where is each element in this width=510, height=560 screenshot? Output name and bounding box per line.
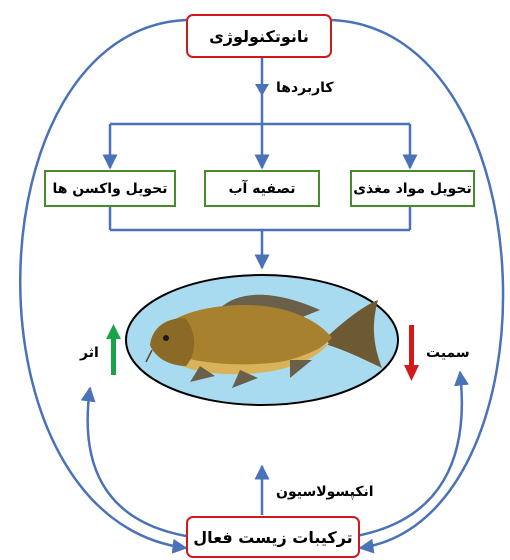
nanotechnology-label: نانوتکنولوژی <box>209 26 309 46</box>
nutrient-delivery-box: تحویل مواد مغذی <box>350 170 475 207</box>
right-outer-loop <box>331 18 505 554</box>
vaccine-delivery-box: تحویل واکسن ها <box>44 170 176 207</box>
top-down-arrowhead <box>255 84 269 96</box>
nanotechnology-box: نانوتکنولوژی <box>186 14 332 58</box>
water-treatment-label: تصفیه آب <box>228 180 296 197</box>
bioactive-compounds-box: ترکیبات زیست فعال <box>186 516 360 558</box>
right-inner-arc <box>355 370 469 538</box>
left-inner-arc <box>80 386 187 538</box>
encapsulation-label: انکپسولاسیون <box>276 484 374 500</box>
applications-label: کاربردها <box>276 80 334 96</box>
toxicity-label: سمیت <box>426 345 470 361</box>
nutrient-delivery-label: تحویل مواد مغذی <box>353 180 472 197</box>
left-outer-loop <box>19 18 188 554</box>
bioactive-compounds-label: ترکیبات زیست فعال <box>193 527 353 547</box>
effect-arrow <box>106 324 121 375</box>
effect-label: اثر <box>80 345 99 361</box>
water-treatment-box: تصفیه آب <box>204 170 320 207</box>
carp-fish-icon <box>145 294 382 388</box>
vaccine-delivery-label: تحویل واکسن ها <box>52 180 168 197</box>
toxicity-arrow <box>404 325 419 381</box>
